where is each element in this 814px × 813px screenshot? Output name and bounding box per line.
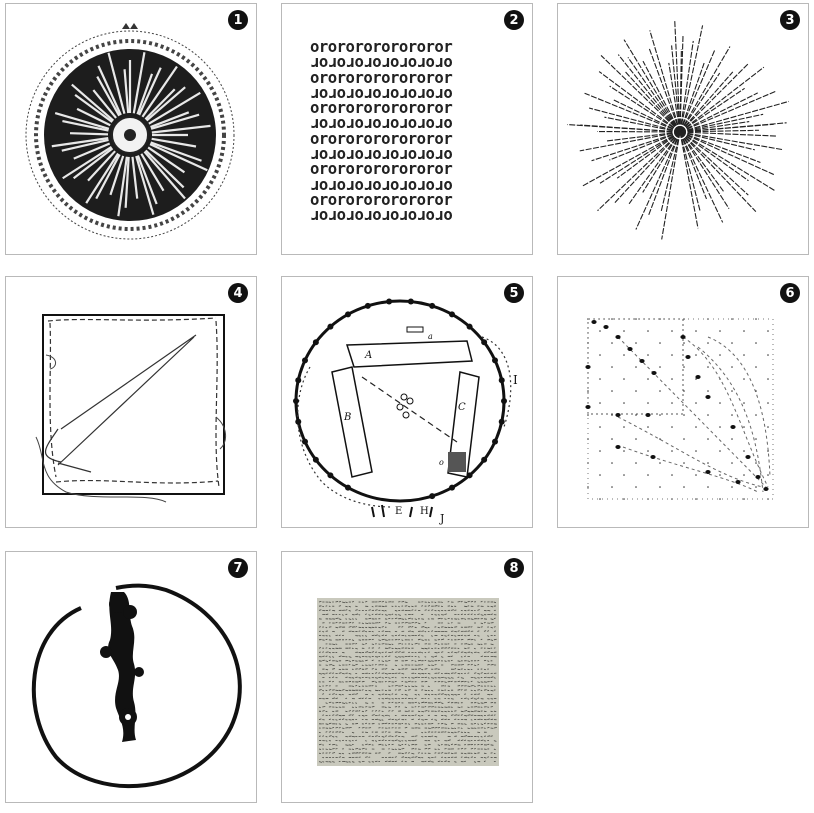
label-small-o: o <box>439 458 444 467</box>
label-e: E <box>395 506 402 517</box>
panel-number-badge: 5 <box>504 283 524 303</box>
panel-1: 1 <box>5 3 257 255</box>
text-row: orororororororor <box>310 38 453 56</box>
panel-number-badge: 7 <box>228 558 248 578</box>
text-row: ɹoɹoɹoɹoɹoɹoɹoɹo <box>310 175 453 194</box>
label-c: C <box>458 402 466 413</box>
panel-2: 2 orororororororor ɹoɹoɹoɹoɹoɹoɹoɹo oror… <box>281 3 533 255</box>
dotted-grid-image <box>585 318 774 500</box>
panel-number-badge: 8 <box>504 558 524 578</box>
text-row: orororororororor <box>310 68 453 87</box>
panel-3: 3 <box>557 3 809 255</box>
square-diagram-image <box>35 314 226 503</box>
disc-chart-image <box>25 23 235 240</box>
panel-4: 4 <box>5 276 257 528</box>
or-text-pattern: orororororororor ɹoɹoɹoɹoɹoɹoɹoɹo ororor… <box>310 38 510 225</box>
panel-number-badge: 6 <box>780 283 800 303</box>
ink-circle-image <box>31 583 242 789</box>
panel-number-badge: 3 <box>780 10 800 30</box>
text-row: orororororororor <box>310 99 453 118</box>
panel-number-badge: 4 <box>228 283 248 303</box>
panel-5: 5 A B C I E H J a o <box>281 276 533 528</box>
text-row: ɹoɹoɹoɹoɹoɹoɹoɹo <box>310 53 453 72</box>
panel-number-badge: 2 <box>504 10 524 30</box>
panel-8: 8 <box>281 551 533 803</box>
text-row: orororororororor <box>310 190 453 209</box>
panel-6: 6 <box>557 276 809 528</box>
label-j: J <box>439 512 444 525</box>
text-texture-image <box>317 598 499 766</box>
text-row: orororororororor <box>310 129 453 148</box>
label-h: H <box>420 506 429 517</box>
text-row: ɹoɹoɹoɹoɹoɹoɹoɹo <box>310 114 453 133</box>
text-row: orororororororor <box>310 160 453 179</box>
label-a: A <box>364 350 372 361</box>
text-row: ɹoɹoɹoɹoɹoɹoɹoɹo <box>310 83 453 102</box>
label-i: I <box>513 373 518 387</box>
panel-number-badge: 1 <box>228 10 248 30</box>
radiating-lines-image <box>567 21 789 240</box>
text-row: ɹoɹoɹoɹoɹoɹoɹoɹo <box>310 145 453 164</box>
label-b: B <box>343 412 351 423</box>
label-small-a: a <box>428 332 433 341</box>
panel-7: 7 <box>5 551 257 803</box>
circle-plan-diagram: A B C I E H J a o <box>293 298 518 525</box>
text-row: ɹoɹoɹoɹoɹoɹoɹoɹo <box>310 206 453 225</box>
